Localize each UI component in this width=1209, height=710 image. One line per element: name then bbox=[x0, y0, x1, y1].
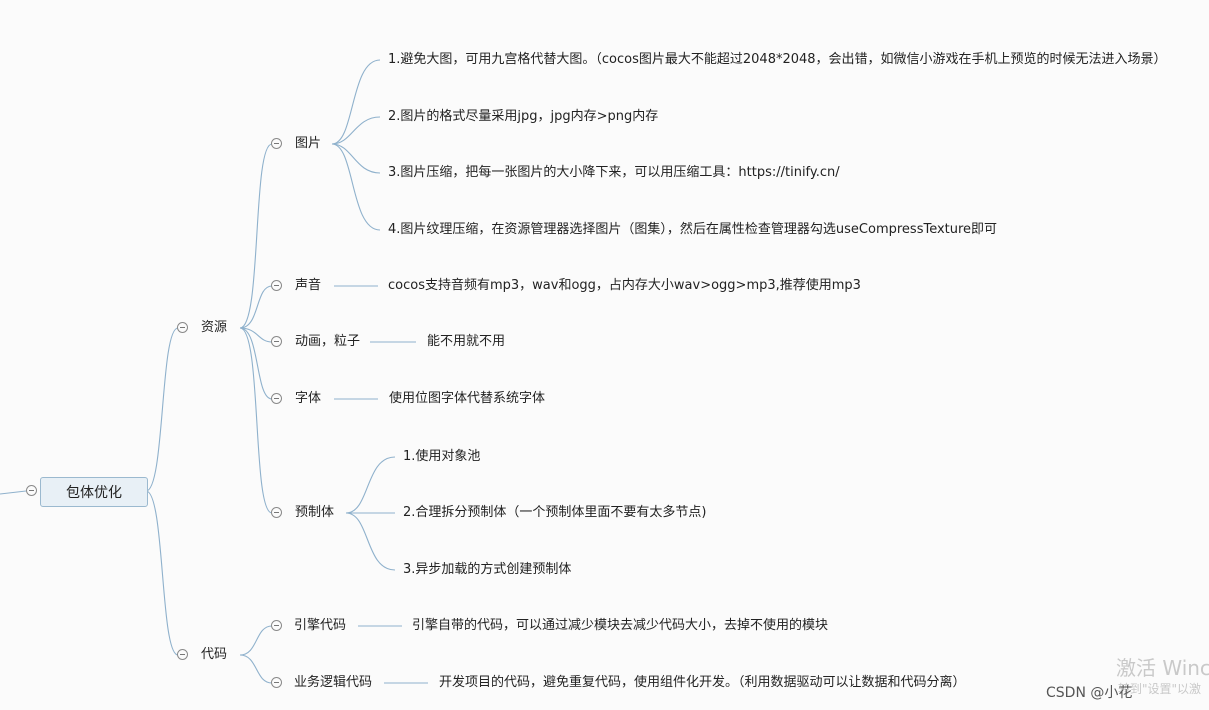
connector-resources-image bbox=[239, 143, 273, 329]
connector-root-code bbox=[145, 490, 179, 656]
connector-resources-sound bbox=[239, 285, 273, 329]
connector-prefab-3 bbox=[345, 512, 396, 571]
connector-image-1 bbox=[331, 59, 381, 145]
connector-prefab-1 bbox=[345, 456, 396, 514]
activation-watermark-line2: 转到"设置"以激 bbox=[1118, 682, 1202, 696]
node-sound[interactable]: 声音 bbox=[295, 278, 322, 293]
collapse-root-button[interactable] bbox=[26, 485, 37, 496]
leaf-font-note[interactable]: 使用位图字体代替系统字体 bbox=[389, 391, 546, 406]
connector-code-engine bbox=[239, 625, 273, 656]
leaf-image-1[interactable]: 1.避免大图，可用九宫格代替大图。（cocos图片最大不能超过2048*2048… bbox=[388, 52, 1167, 67]
connector-code-business bbox=[239, 654, 273, 684]
csdn-watermark: CSDN @小花 bbox=[1046, 685, 1133, 701]
leaf-prefab-2[interactable]: 2.合理拆分预制体（一个预制体里面不要有太多节点) bbox=[403, 505, 707, 520]
collapse-business-button[interactable] bbox=[271, 677, 282, 688]
collapse-resources-button[interactable] bbox=[177, 322, 188, 333]
collapse-code-button[interactable] bbox=[177, 649, 188, 660]
node-resources[interactable]: 资源 bbox=[201, 320, 228, 335]
leaf-prefab-3[interactable]: 3.异步加载的方式创建预制体 bbox=[403, 562, 572, 577]
node-image[interactable]: 图片 bbox=[295, 136, 322, 151]
node-font[interactable]: 字体 bbox=[295, 391, 322, 406]
leaf-engine-note[interactable]: 引擎自带的代码，可以通过减少模块去减少代码大小，去掉不使用的模块 bbox=[412, 618, 829, 633]
leaf-prefab-1[interactable]: 1.使用对象池 bbox=[403, 449, 481, 464]
connector-resources-font bbox=[239, 327, 273, 400]
collapse-font-button[interactable] bbox=[271, 393, 282, 404]
node-code[interactable]: 代码 bbox=[201, 647, 228, 662]
connector-image-3 bbox=[331, 143, 381, 174]
collapse-image-button[interactable] bbox=[271, 138, 282, 149]
connector-image-4 bbox=[331, 143, 381, 231]
collapse-prefab-button[interactable] bbox=[271, 507, 282, 518]
leaf-animation-note[interactable]: 能不用就不用 bbox=[427, 334, 506, 349]
collapse-sound-button[interactable] bbox=[271, 280, 282, 291]
collapse-engine-button[interactable] bbox=[271, 620, 282, 631]
node-prefab[interactable]: 预制体 bbox=[295, 505, 335, 520]
collapse-animation-button[interactable] bbox=[271, 336, 282, 347]
activation-watermark-line1: 激活 Winc bbox=[1116, 656, 1209, 680]
leaf-image-3[interactable]: 3.图片压缩，把每一张图片的大小降下来，可以用压缩工具：https://tini… bbox=[388, 165, 840, 180]
root-node[interactable]: 包体优化 bbox=[40, 477, 148, 507]
node-business-code[interactable]: 业务逻辑代码 bbox=[294, 675, 373, 690]
connector-root-resources bbox=[145, 327, 179, 492]
leaf-business-note[interactable]: 开发项目的代码，避免重复代码，使用组件化开发。（利用数据驱动可以让数据和代码分离… bbox=[439, 675, 966, 690]
node-animation[interactable]: 动画，粒子 bbox=[295, 334, 361, 349]
connector-resources-prefab bbox=[239, 327, 273, 514]
node-engine-code[interactable]: 引擎代码 bbox=[294, 618, 347, 633]
connector-resources-animation bbox=[239, 327, 273, 343]
connector-image-2 bbox=[331, 116, 381, 145]
leaf-sound-note[interactable]: cocos支持音频有mp3，wav和ogg，占内存大小wav>ogg>mp3,推… bbox=[388, 278, 861, 293]
leaf-image-4[interactable]: 4.图片纹理压缩，在资源管理器选择图片（图集），然后在属性检查管理器勾选useC… bbox=[388, 222, 998, 237]
root-node-label: 包体优化 bbox=[66, 485, 122, 501]
leaf-image-2[interactable]: 2.图片的格式尽量采用jpg，jpg内存>png内存 bbox=[388, 109, 659, 124]
connector-root-stub bbox=[0, 490, 27, 495]
